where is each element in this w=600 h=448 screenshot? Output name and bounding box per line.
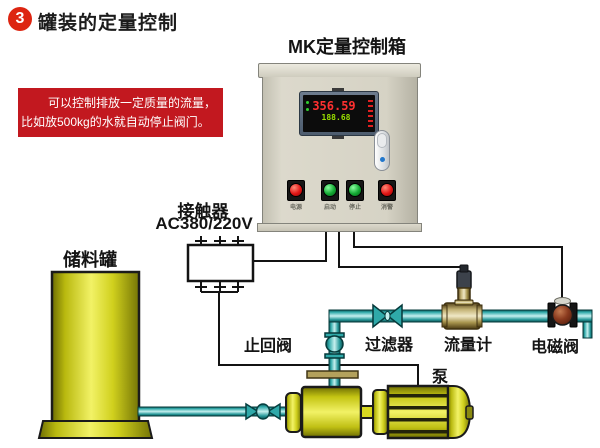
alarm-clear-button[interactable]	[378, 180, 396, 201]
tank-outlet-pipe	[137, 402, 289, 421]
display-mount-top	[332, 88, 344, 92]
info-line-1: 可以控制排放一定质量的流量，	[47, 96, 216, 110]
control-box-base	[257, 223, 422, 232]
display-secondary-value: 188.68	[321, 113, 351, 122]
power-button[interactable]	[287, 180, 305, 201]
control-wiring	[218, 229, 563, 387]
display-led	[368, 100, 373, 102]
door-handle[interactable]	[374, 130, 390, 171]
power-button-cap[interactable]	[289, 183, 303, 197]
page-title: 罐装的定量控制	[38, 13, 179, 34]
control-box-title: MK定量控制箱	[288, 37, 406, 57]
contactor-label: 接触器	[177, 202, 229, 221]
display-led	[368, 110, 373, 112]
info-box: 可以控制排放一定质量的流量， 比如放500kg的水就自动停止阀门。	[18, 88, 223, 137]
display-led	[368, 125, 373, 127]
display-led	[368, 105, 373, 107]
flow-meter-graphic	[441, 264, 483, 330]
check-valve-graphic	[324, 332, 345, 359]
power-button-label: 电源	[289, 205, 303, 211]
display-indicator-dot	[306, 108, 309, 111]
contactor-symbol	[186, 236, 255, 293]
display-primary-value: 356.59	[312, 99, 356, 113]
display-indicator-dot	[306, 101, 309, 104]
info-line-2: 比如放500kg的水就自动停止阀门。	[21, 115, 210, 129]
stop-button-cap[interactable]	[348, 183, 362, 197]
display-mount-bottom	[332, 135, 344, 139]
contactor-voltage-label: AC380/220V	[155, 214, 253, 233]
storage-tank-graphic	[37, 270, 154, 439]
tank-label: 储料罐	[63, 250, 117, 270]
step-badge: 3	[8, 7, 32, 31]
stop-button-label: 停止	[348, 205, 362, 211]
start-button[interactable]	[321, 180, 339, 201]
handle-slot	[377, 133, 387, 148]
filter-label: 过滤器	[364, 337, 414, 354]
solenoid-valve-label: 电磁阀	[530, 339, 580, 356]
alarm-clear-button-label: 消警	[380, 205, 394, 211]
check-valve-label: 止回阀	[243, 338, 293, 355]
alarm-clear-button-cap[interactable]	[380, 183, 394, 197]
pump-flange-graphic	[306, 370, 359, 379]
pump-graphic	[285, 384, 474, 440]
stop-button[interactable]	[346, 180, 364, 201]
start-button-cap[interactable]	[323, 183, 337, 197]
display-screen	[303, 95, 375, 132]
display-led	[368, 115, 373, 117]
control-box-lid	[258, 63, 421, 78]
flow-meter-label: 流量计	[443, 337, 493, 354]
pump-label: 泵	[431, 369, 449, 386]
handle-lock-icon	[380, 157, 385, 162]
filter-graphic	[372, 303, 403, 329]
solenoid-valve-graphic	[547, 297, 578, 328]
start-button-label: 启动	[323, 205, 337, 211]
display-led	[368, 120, 373, 122]
